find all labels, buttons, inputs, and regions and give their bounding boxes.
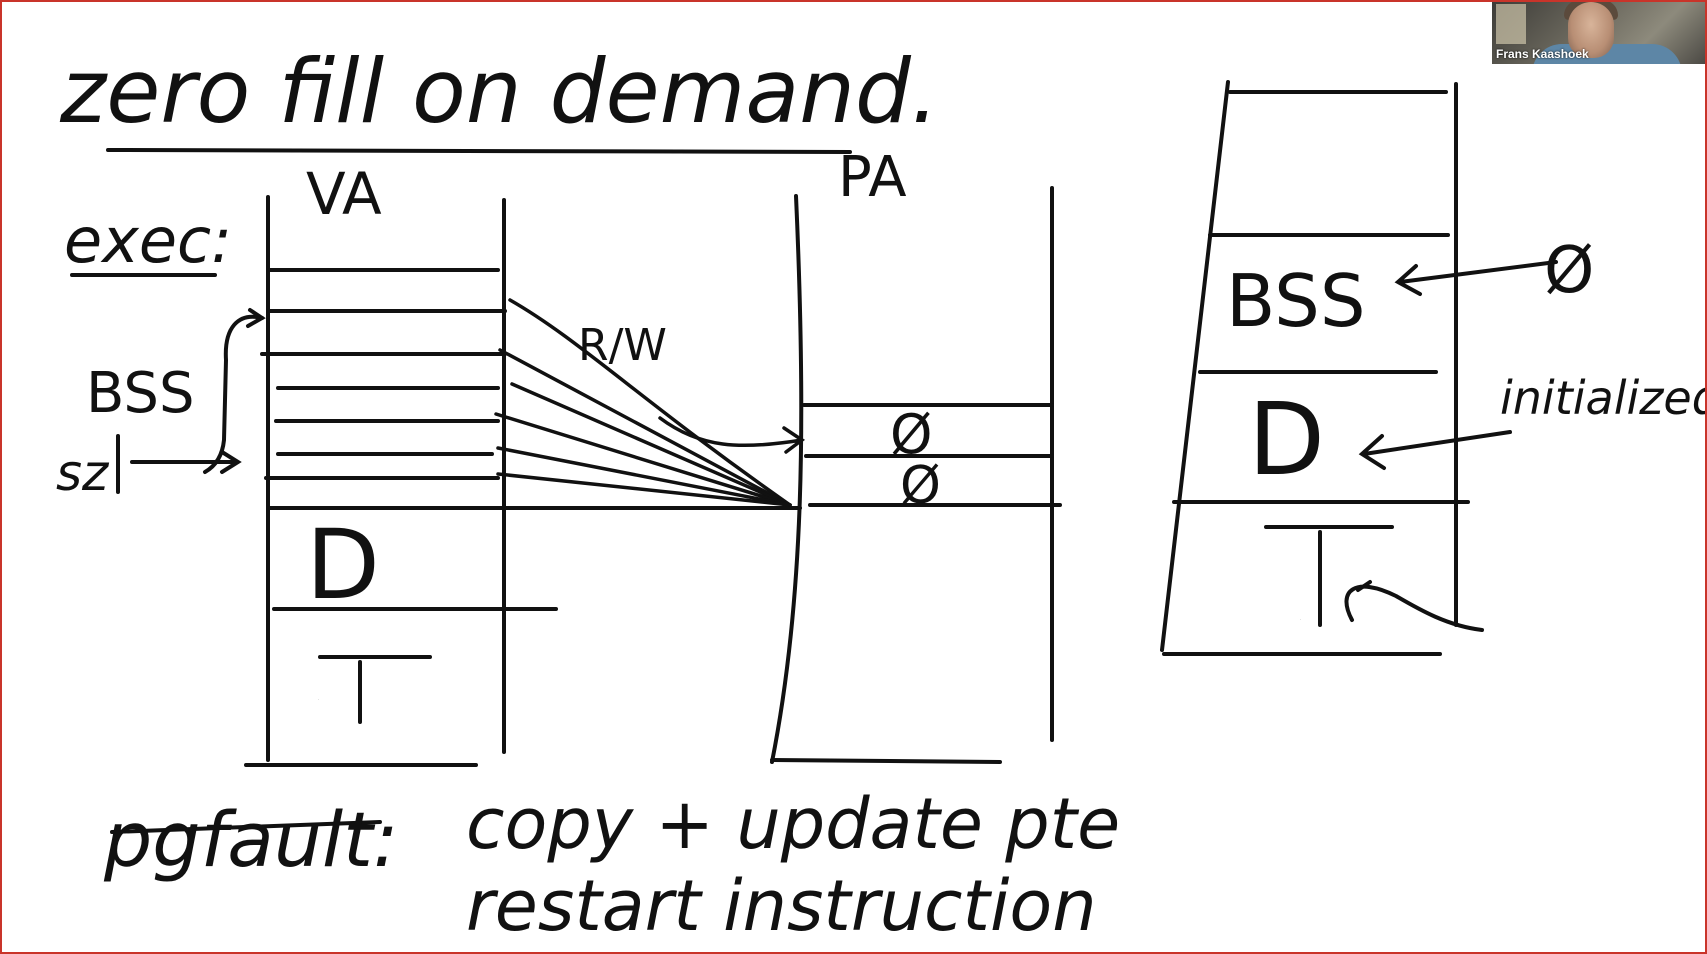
background-window — [1496, 4, 1526, 44]
pa-label: PA — [838, 145, 907, 210]
mapping-lines — [494, 298, 806, 507]
va-column — [244, 195, 802, 767]
memory-layout-column — [1160, 80, 1484, 656]
va-label: VA — [306, 160, 382, 228]
right-text-label: T — [1300, 619, 1301, 621]
initialized-to-data-arrow — [1358, 430, 1512, 470]
right-zero-symbol: Ø — [1544, 234, 1594, 308]
speaker-name-label: Frans Kaashoek — [1496, 47, 1589, 61]
note-line-copy-update-pte: copy + update pte — [466, 783, 1120, 865]
title-underline — [106, 148, 852, 154]
pgfault-label: pgfault: — [103, 795, 399, 884]
va-text-label: T — [318, 699, 319, 701]
bss-brace — [203, 314, 264, 474]
exec-label: exec: — [64, 204, 232, 277]
rw-label: R/W — [578, 320, 667, 371]
pa-zero-page-2: Ø — [900, 456, 941, 516]
zero-to-bss-arrow — [1394, 260, 1558, 296]
bss-arrow-head — [246, 308, 266, 328]
initialized-label: initialized — [1500, 371, 1707, 425]
participant-video-tile[interactable]: Frans Kaashoek — [1492, 0, 1707, 64]
note-line-restart-instruction: restart instruction — [466, 865, 1097, 947]
right-bss-label: BSS — [1226, 259, 1366, 343]
board-title: zero fill on demand. — [59, 40, 939, 143]
participant-shirt — [1532, 44, 1682, 64]
participant-head — [1568, 2, 1614, 58]
va-data-label: D — [306, 509, 380, 621]
pa-column — [770, 186, 1062, 764]
sz-label: sz — [56, 444, 110, 502]
right-data-label: D — [1248, 381, 1325, 498]
pgfault-strike — [110, 820, 382, 834]
sz-arrow — [130, 450, 242, 474]
bss-label: BSS — [86, 361, 195, 426]
pa-zero-page-1: Ø — [890, 403, 933, 466]
